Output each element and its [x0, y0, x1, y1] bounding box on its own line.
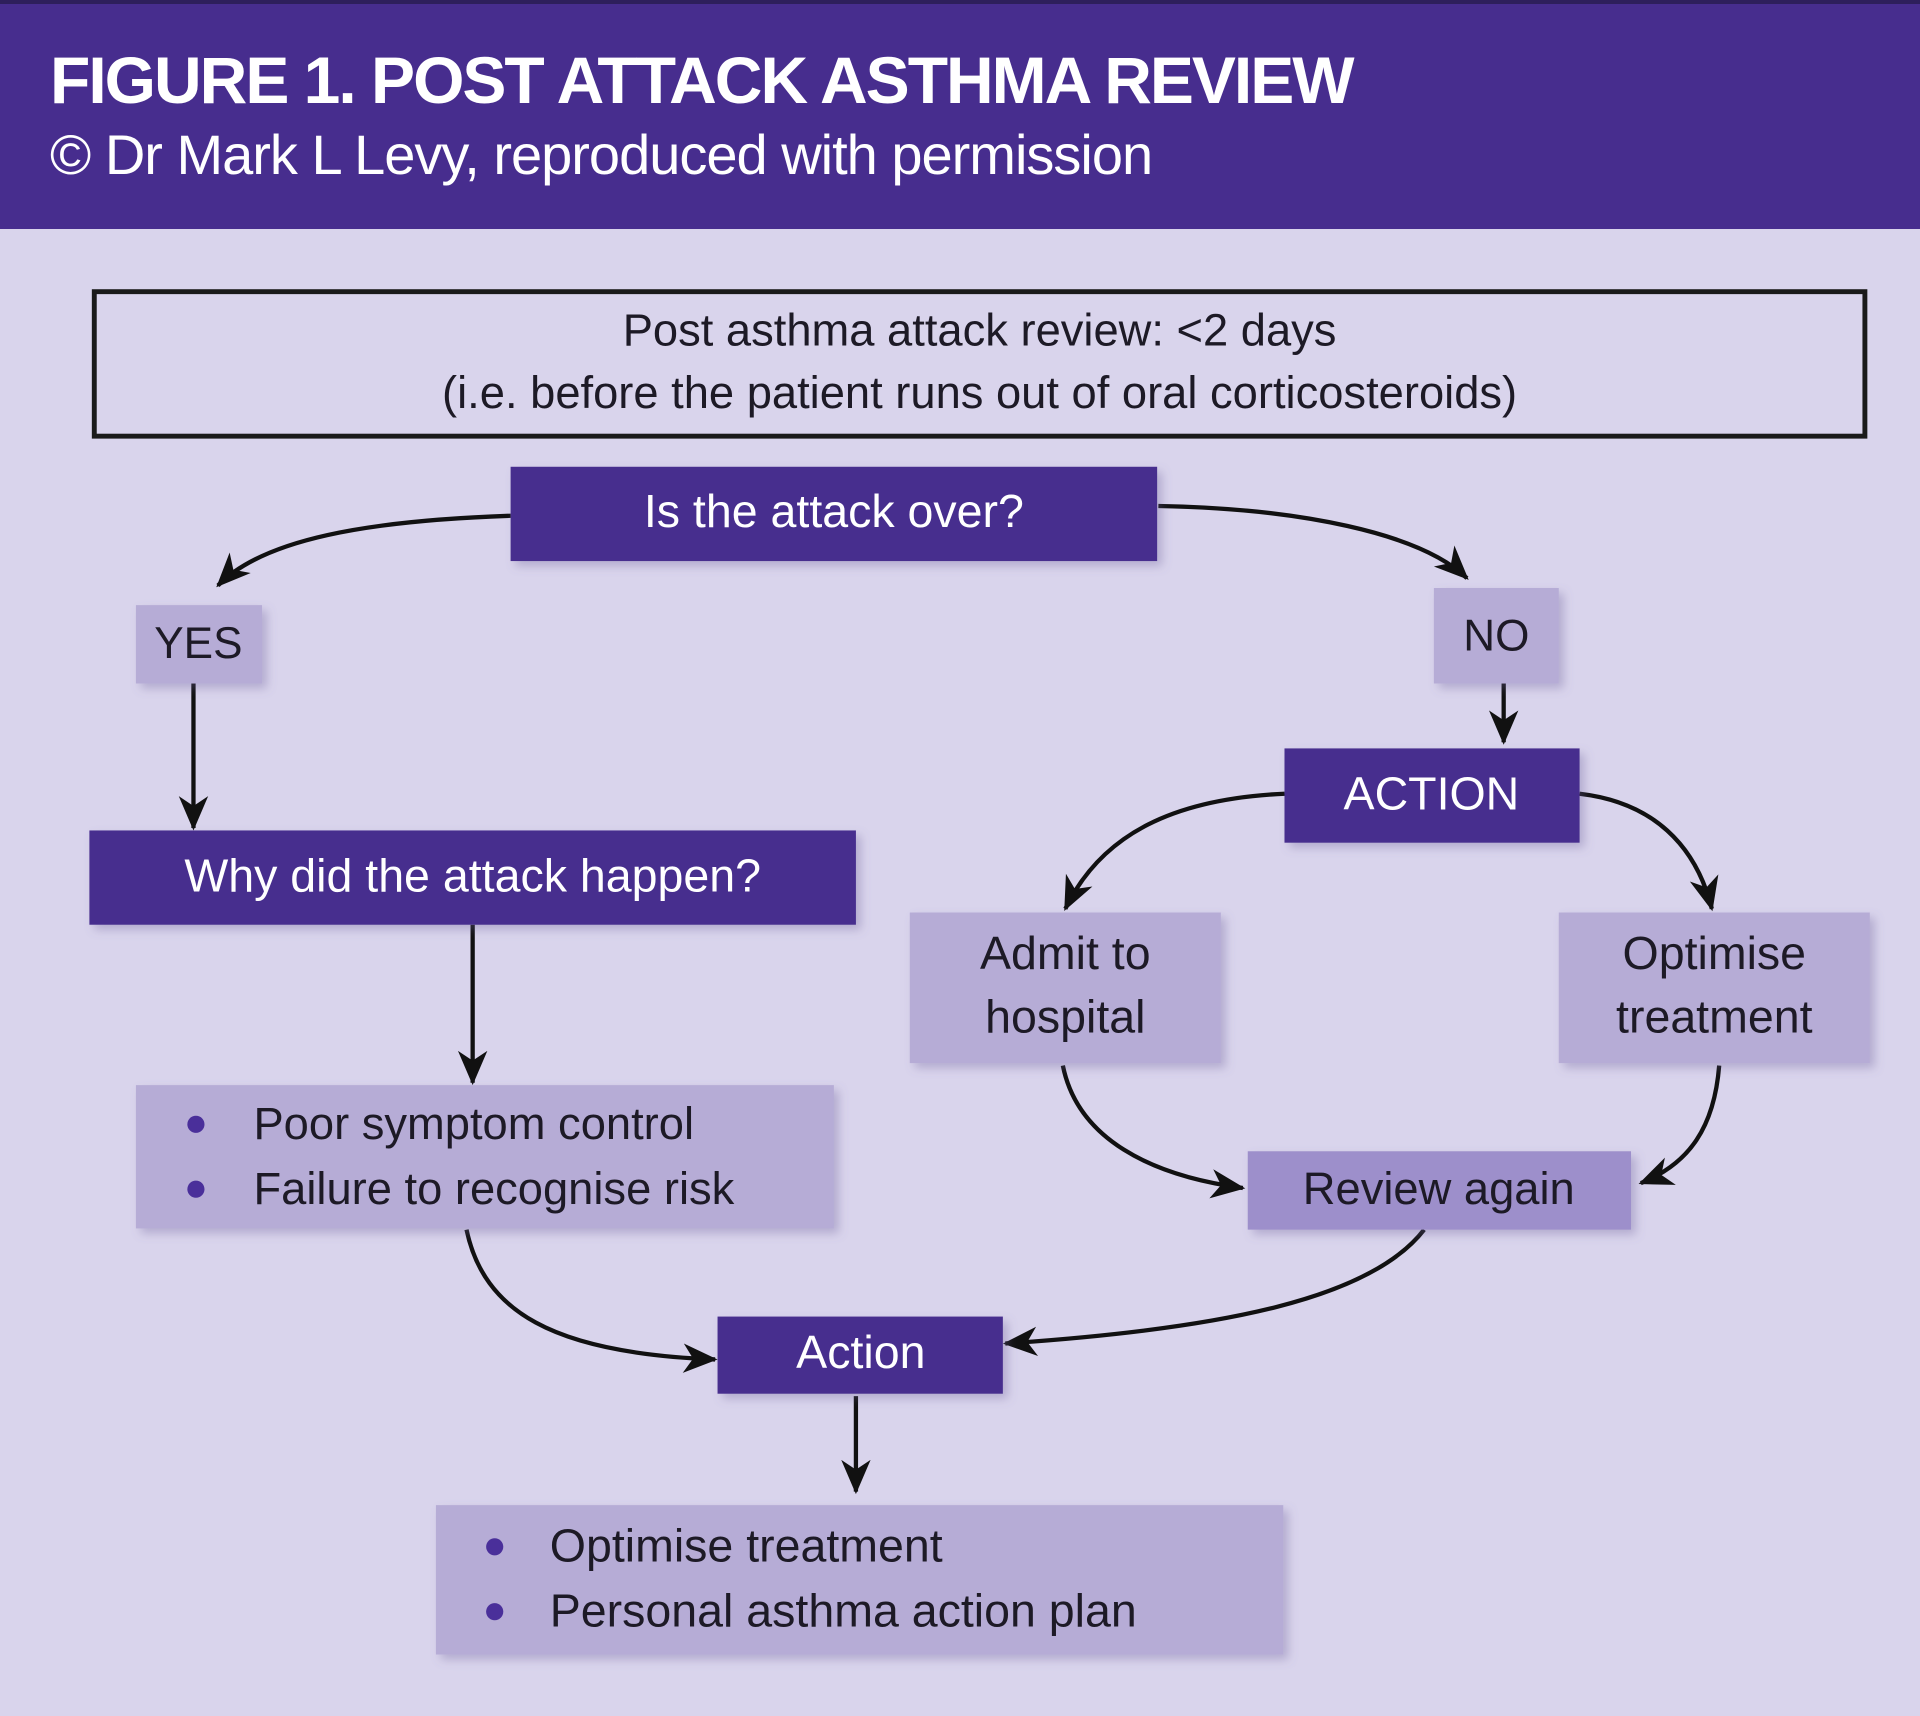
outcomes-node	[435, 1505, 1284, 1655]
no-node	[1433, 588, 1559, 684]
optimise-node	[1558, 912, 1870, 1064]
intro-box: Post asthma attack review: <2 days (i.e.…	[91, 289, 1868, 439]
intro-line-2: (i.e. before the patient runs out of ora…	[442, 367, 1517, 418]
admit-node	[909, 912, 1221, 1064]
bullet-icon	[187, 1180, 205, 1198]
review-label: Review again	[1303, 1163, 1575, 1214]
why-node	[89, 830, 856, 925]
admit-line-1: Admit to	[980, 927, 1151, 979]
figure-header: FIGURE 1. POST ATTACK ASTHMA REVIEW © Dr…	[0, 0, 1920, 229]
edge-action-to-admit	[1063, 791, 1285, 912]
edge-admit-to-review	[1060, 1065, 1246, 1199]
figure-credit: © Dr Mark L Levy, reproduced with permis…	[50, 123, 1153, 186]
why-label: Why did the attack happen?	[184, 850, 761, 902]
yes-label: YES	[154, 619, 242, 668]
action-upper-label: ACTION	[1344, 768, 1520, 820]
edge-question-to-yes	[216, 513, 511, 588]
optimise-line-1: Optimise	[1623, 927, 1807, 979]
outcome-item: Optimise treatment	[550, 1519, 943, 1571]
outcome-item: Personal asthma action plan	[550, 1584, 1137, 1636]
action-upper-node	[1284, 748, 1580, 843]
edge-review-to-action	[1002, 1228, 1426, 1357]
edge-optimise-to-review	[1638, 1065, 1722, 1186]
bullet-icon	[486, 1538, 504, 1556]
cause-item: Failure to recognise risk	[253, 1163, 734, 1214]
intro-line-1: Post asthma attack review: <2 days	[623, 305, 1337, 356]
figure-title: FIGURE 1. POST ATTACK ASTHMA REVIEW	[50, 43, 1355, 117]
no-label: NO	[1463, 611, 1529, 660]
action-lower-node	[717, 1316, 1003, 1394]
bullet-icon	[187, 1115, 205, 1133]
edge-action-to-optimise	[1579, 791, 1719, 912]
edge-causes-to-action	[464, 1229, 718, 1373]
cause-item: Poor symptom control	[253, 1098, 694, 1149]
action-lower-label: Action	[796, 1326, 925, 1378]
bullet-icon	[486, 1603, 504, 1621]
admit-line-2: hospital	[985, 990, 1145, 1042]
question-node	[510, 466, 1158, 562]
edges	[178, 503, 1722, 1495]
yes-node	[135, 605, 263, 684]
review-node	[1247, 1151, 1632, 1230]
causes-node	[135, 1085, 834, 1229]
optimise-line-2: treatment	[1616, 990, 1813, 1042]
edge-question-to-no	[1158, 503, 1469, 580]
question-label: Is the attack over?	[644, 485, 1024, 537]
